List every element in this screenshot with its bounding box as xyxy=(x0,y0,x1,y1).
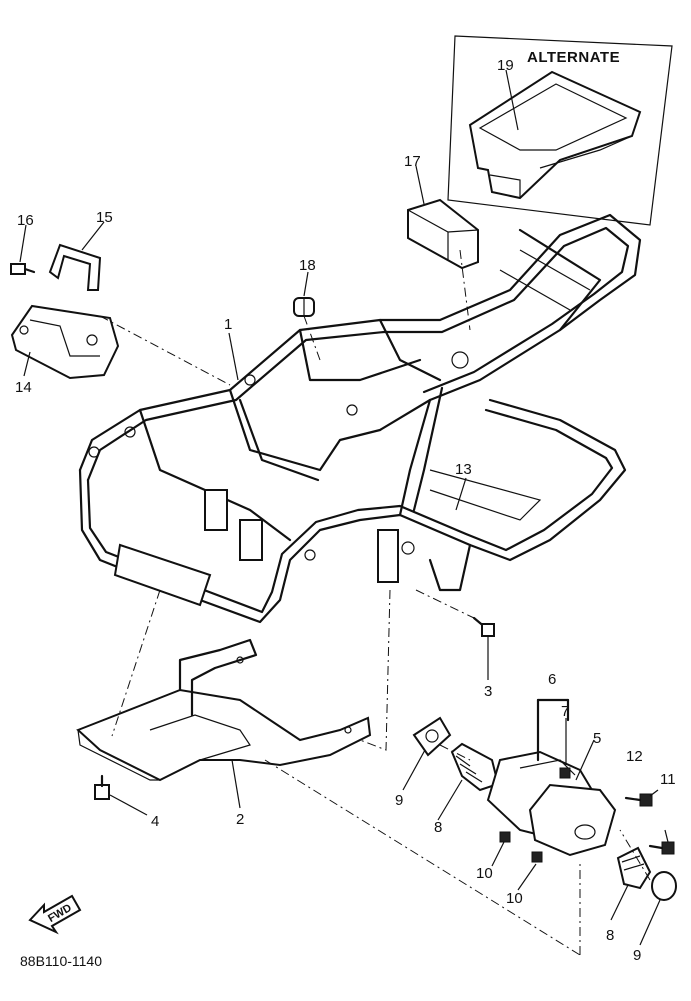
callout-6: 6 xyxy=(548,671,556,688)
part-17-battery-block xyxy=(407,198,479,270)
part-15-handle xyxy=(48,243,102,291)
callout-13: 13 xyxy=(455,461,472,478)
part-12-screw xyxy=(624,793,653,807)
callout-4: 4 xyxy=(151,813,159,830)
part-4-bolt xyxy=(94,774,110,800)
callout-18: 18 xyxy=(299,257,316,274)
callout-8-right: 8 xyxy=(606,927,614,944)
callout-14: 14 xyxy=(15,379,32,396)
part-10-screw-b xyxy=(531,851,543,863)
callout-10-b: 10 xyxy=(506,890,523,907)
guide-lines xyxy=(99,249,651,956)
part-16-bolt xyxy=(10,263,36,275)
part-8-boot-right xyxy=(616,846,652,890)
part-1-main-frame xyxy=(78,213,642,624)
callout-17: 17 xyxy=(404,153,421,170)
part-3-bolt xyxy=(472,616,495,637)
part-14-bracket xyxy=(10,304,120,380)
part-18-grommet xyxy=(293,297,315,317)
fwd-arrow-icon: FWD xyxy=(28,894,82,935)
part-2-subframe xyxy=(76,638,372,782)
callout-1: 1 xyxy=(224,316,232,333)
part-9-gasket-right xyxy=(651,871,677,901)
part-10-screw-a xyxy=(499,831,511,843)
alternate-box-border xyxy=(447,35,673,226)
callout-9-left: 9 xyxy=(395,792,403,809)
callout-2: 2 xyxy=(236,811,244,828)
callout-12: 12 xyxy=(626,748,643,765)
part-9-gasket-left xyxy=(412,716,452,757)
callout-11: 11 xyxy=(660,771,676,788)
callout-3: 3 xyxy=(484,683,492,700)
callout-7: 7 xyxy=(561,703,569,720)
part-8-boot-left xyxy=(450,742,500,792)
alternate-inset: ALTERNATE xyxy=(447,35,673,226)
callout-16: 16 xyxy=(17,212,34,229)
callout-15: 15 xyxy=(96,209,113,226)
callout-10-a: 10 xyxy=(476,865,493,882)
callout-9-right: 9 xyxy=(633,947,641,964)
leader-lines xyxy=(19,69,669,946)
callouts: 1 2 3 4 5 6 7 8 8 9 9 10 10 11 12 13 14 … xyxy=(15,57,676,964)
callout-19: 19 xyxy=(497,57,514,74)
callout-5: 5 xyxy=(593,730,601,747)
callout-8-left: 8 xyxy=(434,819,442,836)
alternate-seat-part-19 xyxy=(468,70,642,200)
part-11-screw xyxy=(648,841,675,855)
alternate-label: ALTERNATE xyxy=(527,49,620,66)
part-code: 88B110-1140 xyxy=(20,953,102,969)
part-5-6-assembly xyxy=(486,698,617,857)
